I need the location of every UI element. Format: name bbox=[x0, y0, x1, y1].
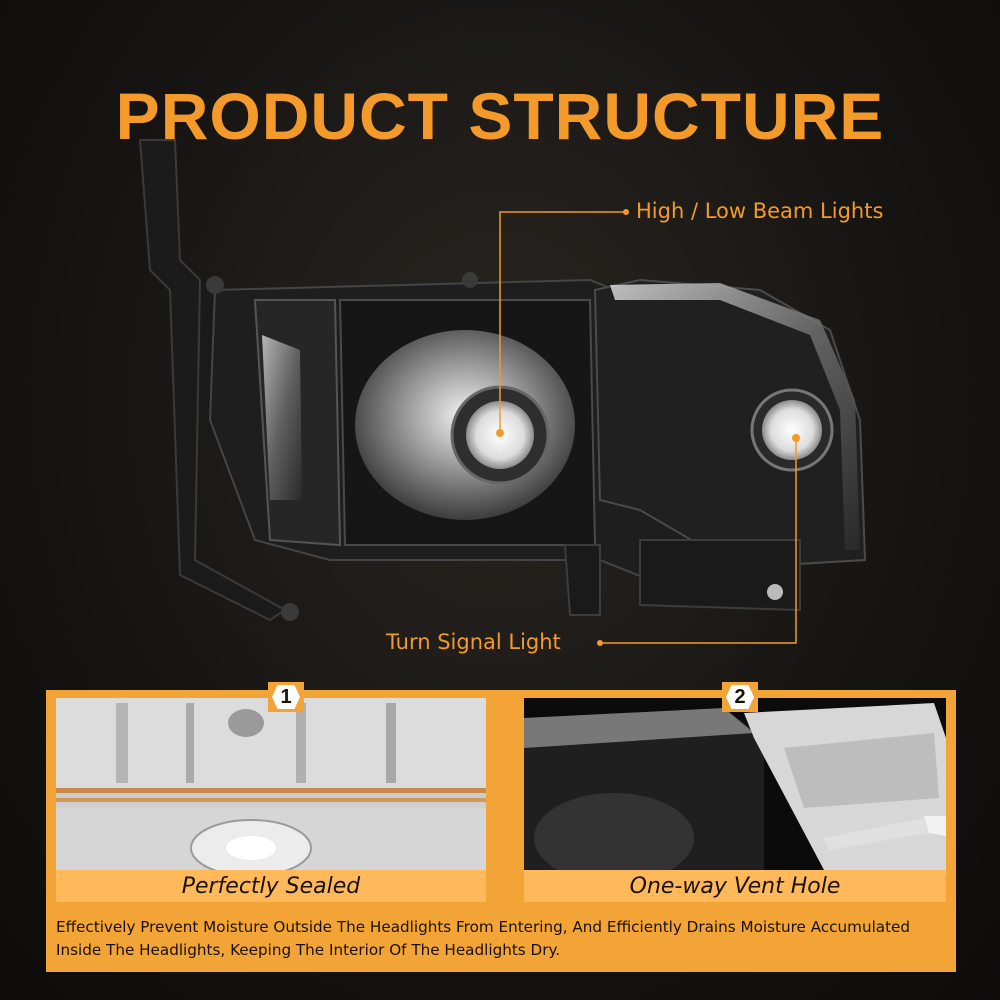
signal-leader-line bbox=[600, 438, 797, 644]
lower-tab bbox=[639, 539, 801, 612]
beam-leader-line bbox=[499, 211, 628, 433]
adjuster-screw bbox=[281, 603, 299, 621]
vent-hole-detail-photo bbox=[524, 698, 946, 870]
high-low-beam-label: High / Low Beam Lights bbox=[636, 199, 884, 223]
lower-post bbox=[563, 544, 601, 616]
signal-leader-dot bbox=[597, 640, 603, 646]
signal-leader-dot bbox=[792, 434, 800, 442]
feature-number-badge: 2 bbox=[722, 682, 758, 712]
sealed-detail-photo bbox=[56, 698, 486, 870]
perfectly-sealed-caption: Perfectly Sealed bbox=[56, 870, 486, 902]
vent-hole-caption: One-way Vent Hole bbox=[524, 870, 946, 902]
feature-panel: 1 2 Perfectly Sealed One-way Vent Hole E… bbox=[46, 682, 956, 972]
page-title: PRODUCT STRUCTURE bbox=[115, 79, 885, 153]
feature-number-badge: 1 bbox=[268, 682, 304, 712]
adjuster-screw bbox=[206, 276, 224, 294]
side-lens bbox=[262, 335, 302, 500]
beam-leader-dot bbox=[496, 429, 504, 437]
feature-description: Effectively Prevent Moisture Outside The… bbox=[56, 918, 911, 959]
beam-leader-dot bbox=[623, 209, 629, 215]
adjuster-screw bbox=[767, 584, 783, 600]
turn-signal-label: Turn Signal Light bbox=[386, 630, 561, 654]
adjuster-screw bbox=[462, 272, 478, 288]
signal-cap bbox=[762, 400, 822, 460]
